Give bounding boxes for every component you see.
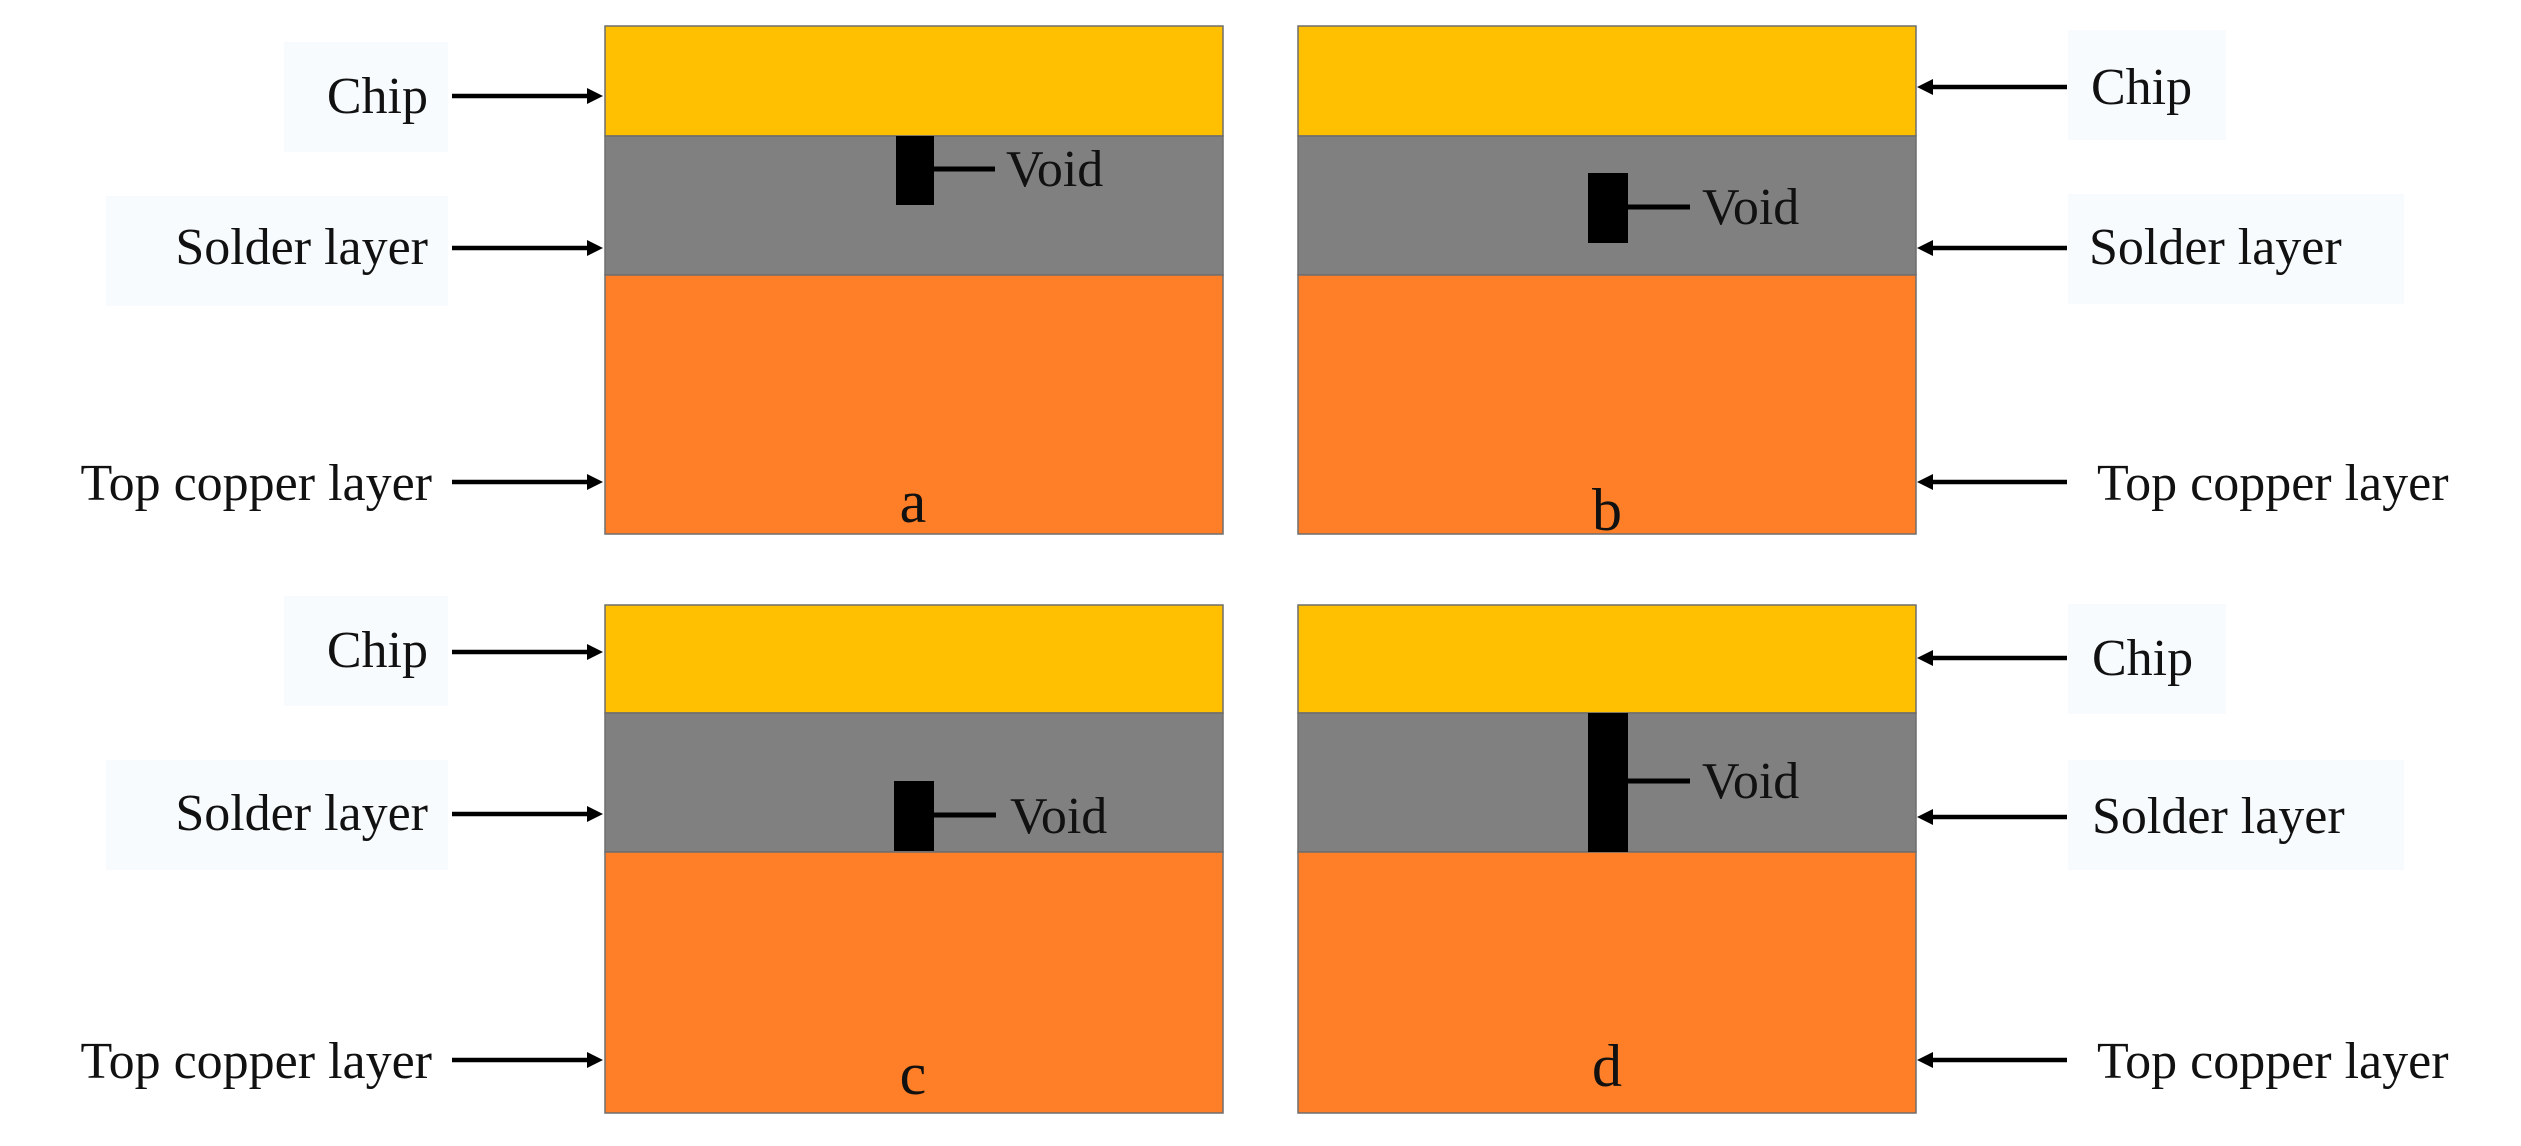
panel-a-solder-label: Solder layer xyxy=(175,219,428,276)
panel-d-solder-label: Solder layer xyxy=(2092,788,2345,845)
panel-b-copper-label: Top copper layer xyxy=(2097,455,2449,512)
panel-d-chip-label-bg xyxy=(2068,604,2226,714)
panel-c-solder-arrowhead xyxy=(587,806,603,822)
panel-a-chip-layer xyxy=(604,25,1224,137)
panel-b-solder-arrowhead xyxy=(1917,240,1933,256)
panel-d-chip-arrowhead xyxy=(1917,650,1933,666)
panel-c-copper-layer xyxy=(604,851,1224,1114)
panel-b-copper-arrowhead xyxy=(1917,474,1933,490)
panel-b-copper-layer xyxy=(1297,274,1917,535)
panel-a-solder-label-bg xyxy=(106,196,448,306)
panel-c-void-label: Void xyxy=(1010,788,1107,845)
panel-c-chip-label-bg xyxy=(284,596,448,706)
panel-c-solder-label: Solder layer xyxy=(175,785,428,842)
panel-a-copper-layer xyxy=(604,274,1224,535)
panel-b-solder-label-bg xyxy=(2068,194,2404,304)
panel-a-void xyxy=(896,136,934,205)
panel-b-solder-label: Solder layer xyxy=(2089,219,2342,276)
panel-d-copper-layer xyxy=(1297,851,1917,1114)
panel-c-chip-arrowhead xyxy=(587,644,603,660)
panel-c-void xyxy=(894,781,934,851)
panel-b-void xyxy=(1588,173,1628,243)
panel-a-copper-label: Top copper layer xyxy=(80,455,432,512)
panel-a: Void a Chip Solder layer Top copper laye… xyxy=(80,25,1224,535)
panel-a-copper-arrowhead xyxy=(587,474,603,490)
panel-d-void-label: Void xyxy=(1702,753,1799,810)
panel-d-caption: d xyxy=(1592,1033,1622,1099)
panel-a-void-label: Void xyxy=(1006,141,1103,198)
panel-d-solder-arrowhead xyxy=(1917,809,1933,825)
panel-d-chip-label: Chip xyxy=(2092,630,2193,687)
panel-c-copper-arrowhead xyxy=(587,1052,603,1068)
panel-b: Void b Chip Solder layer Top copper laye… xyxy=(1297,25,2449,543)
panel-b-caption: b xyxy=(1592,477,1622,543)
panel-c-chip-layer xyxy=(604,604,1224,714)
panel-d-copper-label: Top copper layer xyxy=(2097,1033,2449,1090)
panel-d: Void d Chip Solder layer Top copper laye… xyxy=(1297,604,2449,1114)
panel-b-void-label: Void xyxy=(1702,179,1799,236)
panel-d-chip-layer xyxy=(1297,604,1917,714)
panel-c-chip-label: Chip xyxy=(327,622,428,679)
panel-d-copper-arrowhead xyxy=(1917,1052,1933,1068)
panel-b-chip-label-bg xyxy=(2068,30,2226,140)
panel-a-solder-arrowhead xyxy=(587,240,603,256)
panel-c-caption: c xyxy=(900,1041,927,1107)
panel-c-solder-label-bg xyxy=(106,760,448,870)
panel-c-copper-label: Top copper layer xyxy=(80,1033,432,1090)
panel-a-caption: a xyxy=(900,469,927,535)
panel-b-chip-label: Chip xyxy=(2091,59,2192,116)
panel-c: Void c Chip Solder layer Top copper laye… xyxy=(80,596,1224,1114)
panel-a-chip-label: Chip xyxy=(327,68,428,125)
panel-a-chip-arrowhead xyxy=(587,88,603,104)
panel-b-chip-layer xyxy=(1297,25,1917,137)
panel-a-chip-label-bg xyxy=(284,42,448,152)
panel-d-solder-label-bg xyxy=(2068,760,2404,870)
panel-b-chip-arrowhead xyxy=(1917,79,1933,95)
panel-d-void xyxy=(1588,713,1628,852)
